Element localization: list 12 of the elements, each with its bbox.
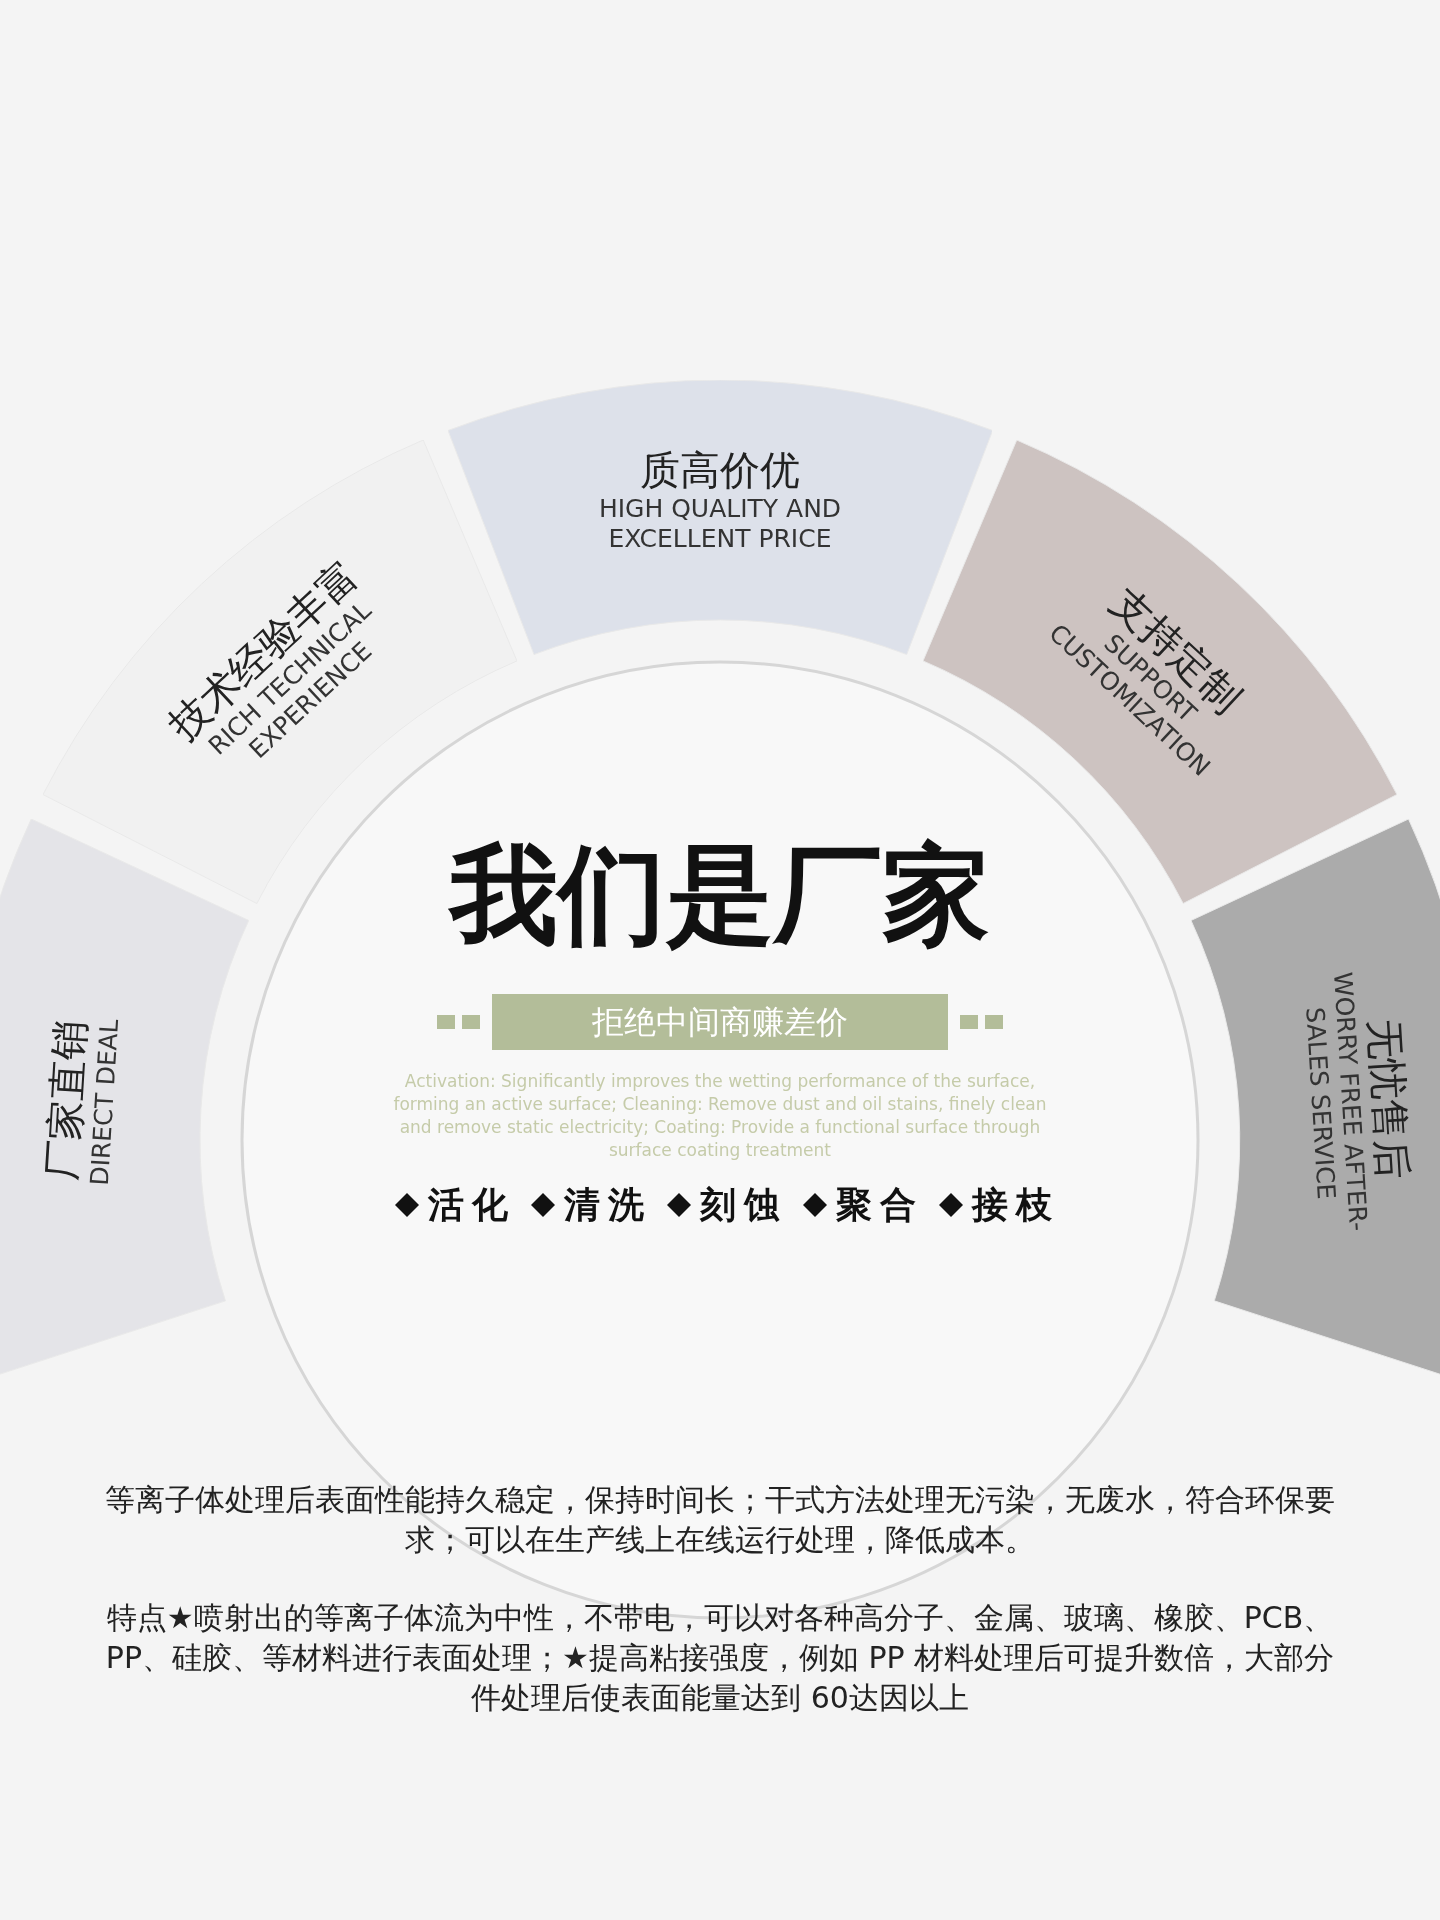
description-text: Activation: Significantly improves the wetting performance of the surface, forming an active surface; Cleaning: Remove dust and oil stains, finely clean and remove static electricity; Coating: Provide a functional surface through surface coating treatment: [392, 1070, 1048, 1162]
body-paragraph: 特点★喷射出的等离子体流为中性，不带电，可以对各种高分子、金属、玻璃、橡胶、PCB、PP、硅胶、等材料进行表面处理；★提高粘接强度，例如 PP 材料处理后可提升数倍，大部分件处理后使表面能量达到 60达因以上: [104, 1599, 1336, 1717]
feature-word: 活化: [428, 1182, 516, 1227]
segment-subtitle: HIGH QUALITY AND EXCELLENT PRICE: [597, 494, 843, 554]
feature-word: 清洗: [564, 1182, 652, 1227]
body-paragraph: 等离子体处理后表面性能持久稳定，保持时间长；干式方法处理无污染，无废水，符合环保要求；可以在生产线上在线运行处理，降低成本。: [104, 1481, 1336, 1559]
feature-word: 刻蚀: [700, 1182, 788, 1227]
segment-heading: 质高价优: [639, 446, 801, 494]
main-title: 我们是厂家: [447, 831, 991, 959]
banner-label: 拒绝中间商赚差价: [492, 994, 948, 1050]
feature-word: 接枝: [972, 1182, 1060, 1227]
feature-word: 聚合: [836, 1182, 924, 1227]
